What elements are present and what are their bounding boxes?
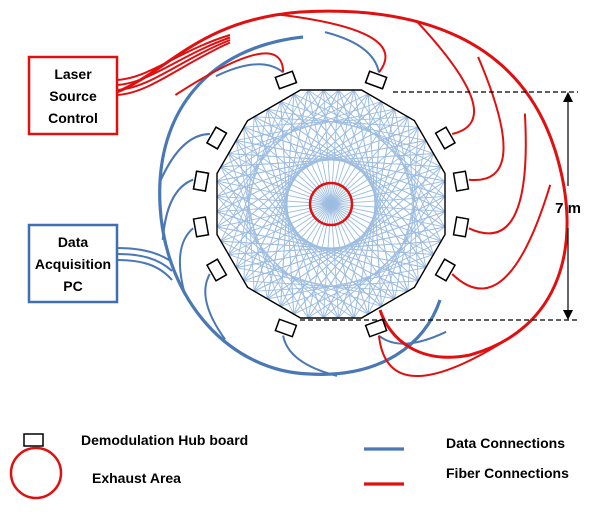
dimension-arrowhead-down <box>563 310 573 320</box>
fiber-branches <box>116 9 569 377</box>
fiber-branch <box>451 184 552 290</box>
beam-line <box>367 93 442 242</box>
laser-fiber-line <box>116 34 231 81</box>
beam-line <box>236 108 395 141</box>
legend-data-label: Data Connections <box>446 435 565 451</box>
beam-line <box>228 153 282 307</box>
beam-line <box>220 93 369 168</box>
beam-line <box>307 89 446 182</box>
legend-hub-icon <box>23 433 44 447</box>
legend-hub-label: Demodulation Hub board <box>81 432 248 448</box>
daq-box-line-3: PC <box>63 278 82 294</box>
fiber-branch <box>468 113 527 235</box>
beam-line <box>407 127 419 292</box>
beam-line <box>380 101 434 255</box>
hub-board <box>192 216 210 238</box>
hub-board <box>192 170 210 192</box>
data-branch <box>204 273 226 341</box>
dimension-arrowhead-up <box>563 92 573 102</box>
beam-line <box>228 253 382 307</box>
beam-line <box>220 166 295 315</box>
beam-line <box>228 101 282 255</box>
laser-fiber-line <box>116 36 231 86</box>
fiber-trunk <box>116 9 569 359</box>
data-branch <box>159 133 210 181</box>
beam-lines <box>216 89 446 319</box>
hub-board <box>364 70 388 90</box>
hub-board <box>274 318 298 338</box>
beam-line <box>216 89 309 228</box>
daq-box-line-1: Data <box>58 234 89 250</box>
beam-line <box>216 180 446 228</box>
beam-line <box>380 153 434 307</box>
fiber-branch <box>174 52 285 96</box>
laser-fiber-line <box>116 41 231 96</box>
beam-line <box>367 166 442 315</box>
beam-line <box>235 140 268 299</box>
hub-board <box>274 70 298 90</box>
daq-connection-line <box>116 259 173 281</box>
data-branch <box>324 31 380 73</box>
laser-box-line-2: Source <box>49 88 97 104</box>
beam-line <box>338 196 446 319</box>
chamber-outline <box>216 89 446 319</box>
fiber-branch <box>415 20 475 135</box>
laser-box-line-3: Control <box>48 110 98 126</box>
hub-board <box>205 258 228 282</box>
beam-line <box>243 116 255 281</box>
hub-boards <box>192 70 470 338</box>
beam-line <box>228 101 382 155</box>
legend-exhaust-label: Exhaust Area <box>92 470 181 486</box>
fiber-branch <box>280 13 387 74</box>
exhaust-area-circle <box>308 181 354 227</box>
beam-line <box>323 211 446 319</box>
daq-connection-line <box>116 253 173 272</box>
laser-box-line-1: Laser <box>54 66 92 82</box>
laser-fiber-line <box>116 39 231 91</box>
fiber-branch <box>377 332 517 377</box>
data-acquisition-pc-box <box>27 223 119 304</box>
hub-board <box>452 170 470 192</box>
data-branches <box>116 31 447 377</box>
data-branch <box>282 335 338 377</box>
hub-board <box>364 318 388 338</box>
beam-line <box>394 109 427 268</box>
dimension-label: 7 m <box>555 200 581 217</box>
beam-line <box>353 180 446 319</box>
beam-line <box>280 253 434 307</box>
laser-source-control-box <box>27 55 119 136</box>
beam-line <box>216 196 324 319</box>
beam-line <box>394 140 427 299</box>
beam-line <box>307 226 446 319</box>
hub-board <box>434 258 457 282</box>
hub-board <box>434 126 457 150</box>
hub-board <box>452 216 470 238</box>
daq-box-line-2: Acquisition <box>35 256 111 272</box>
legend-fiber-label: Fiber Connections <box>446 465 569 481</box>
data-branch <box>215 63 284 78</box>
beam-line <box>254 116 419 128</box>
hub-board <box>205 126 228 150</box>
legend-exhaust-icon <box>9 446 63 500</box>
beam-line <box>338 89 446 212</box>
data-branch <box>161 178 194 240</box>
beam-line <box>407 116 419 281</box>
data-branch <box>378 330 447 345</box>
daq-connection-line <box>116 247 173 263</box>
fiber-branch <box>468 56 505 181</box>
beam-line <box>216 89 339 197</box>
data-branch <box>178 227 194 296</box>
beam-line <box>280 101 434 155</box>
